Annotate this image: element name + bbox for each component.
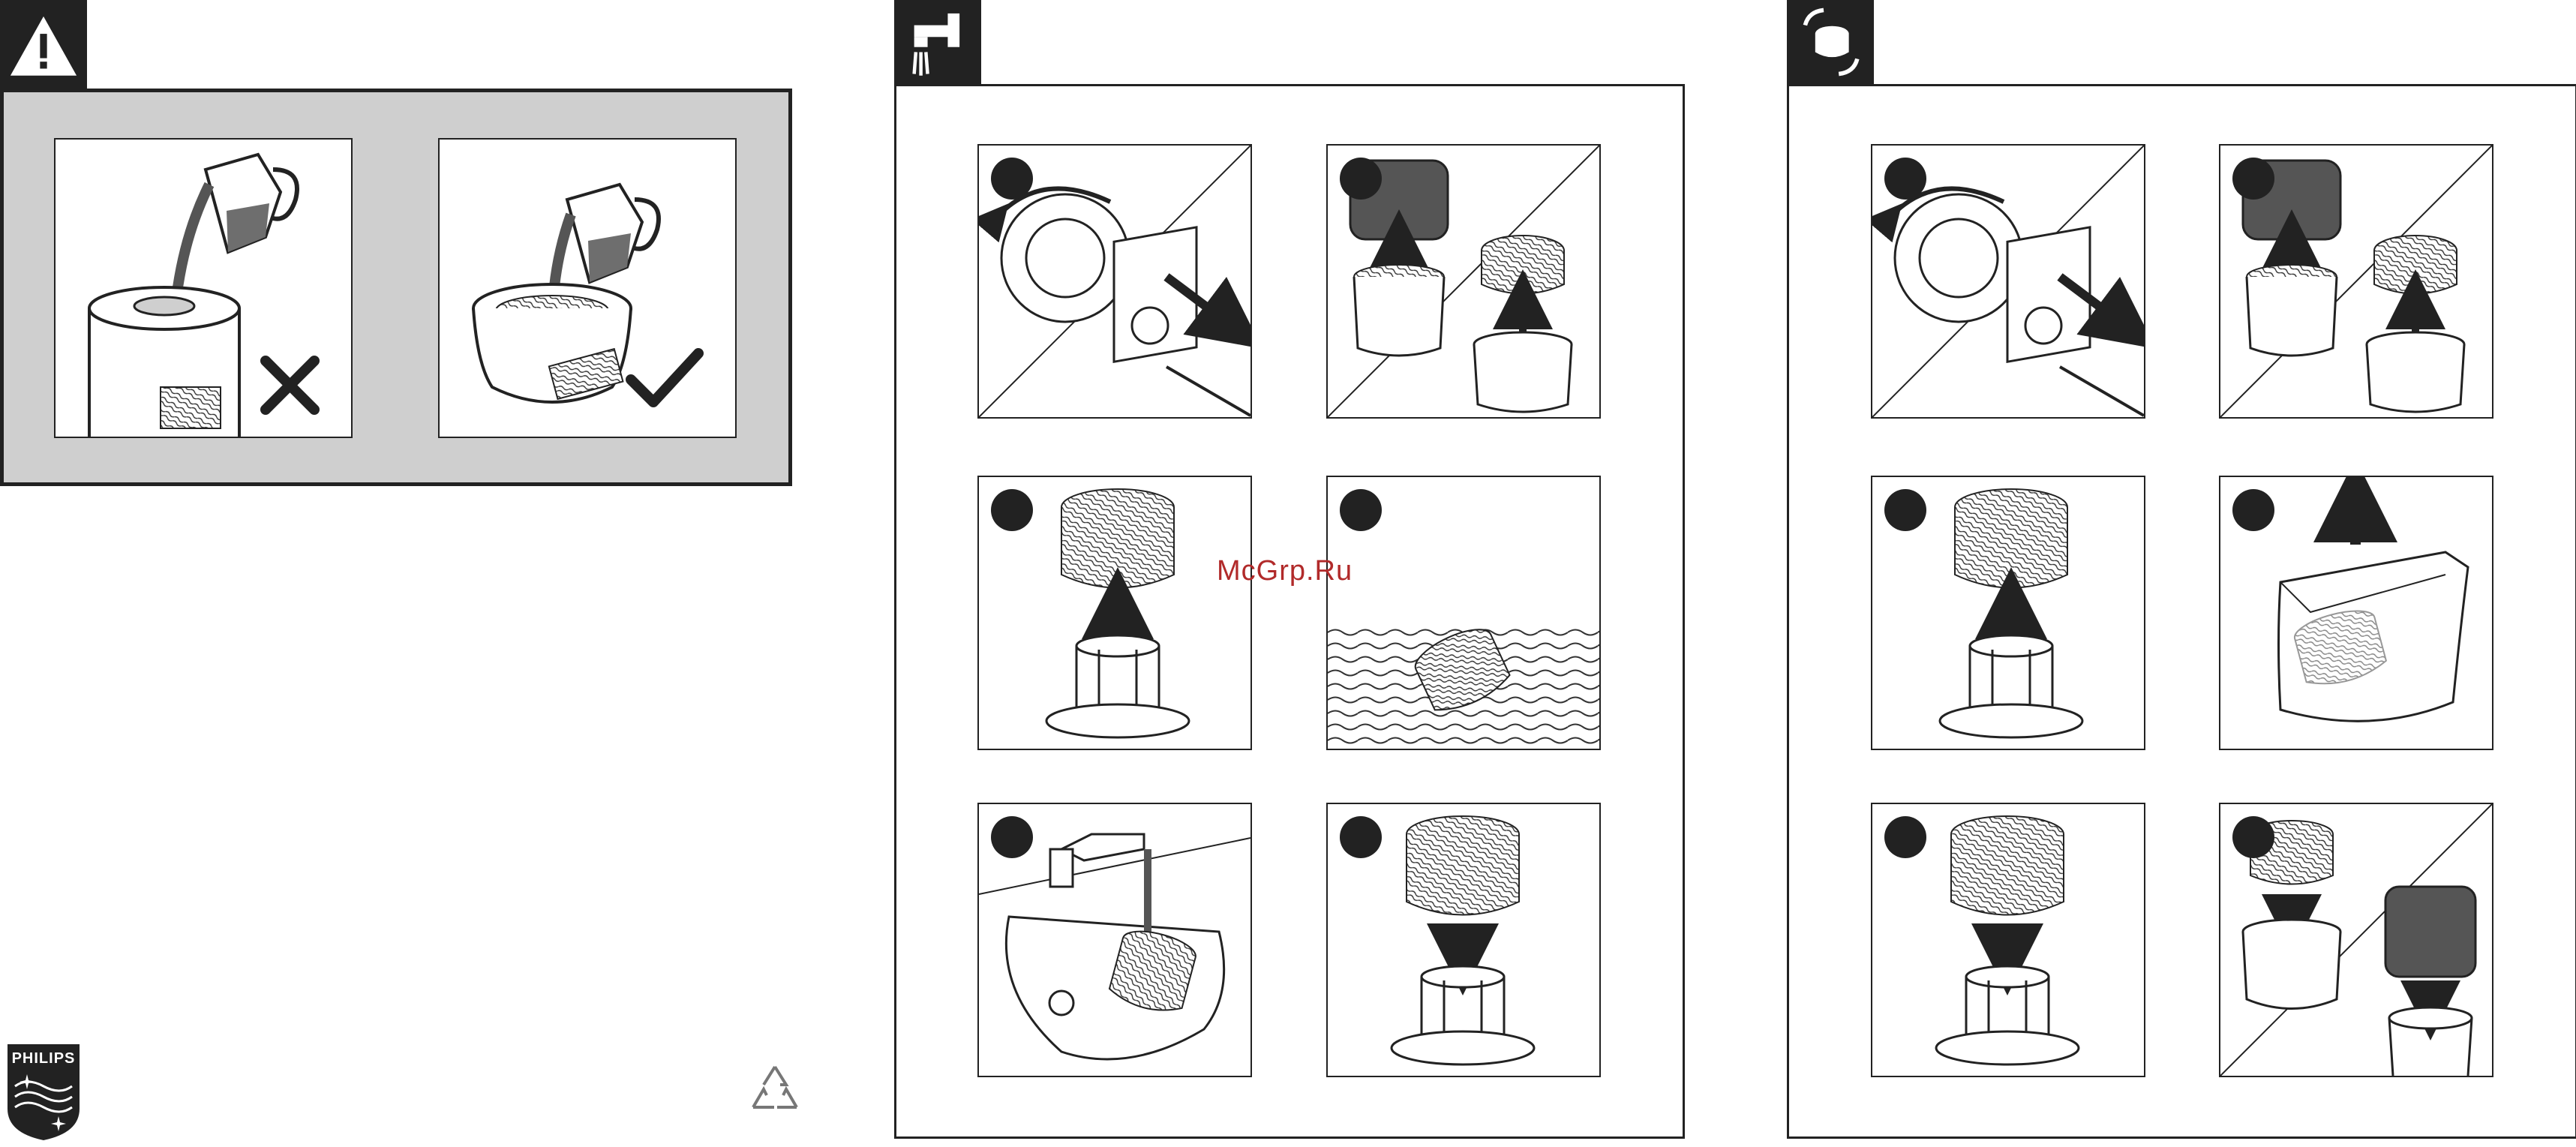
step-number-badge [991, 158, 1033, 200]
clean-step-4 [1326, 476, 1601, 750]
filter-container-illustration [473, 284, 631, 402]
step-number-badge [1884, 158, 1926, 200]
filter-rotate-icon [1787, 0, 1874, 84]
watermark-text: McGrp.Ru [1217, 555, 1353, 587]
clean-step-3 [977, 476, 1252, 750]
step-number-badge [2232, 816, 2274, 858]
step-number-badge [1884, 816, 1926, 858]
replace-step-4 [2219, 476, 2493, 750]
step-number-badge [2232, 158, 2274, 200]
water-tank-illustration [89, 287, 239, 437]
brand-name: PHILIPS [5, 1050, 83, 1067]
recycle-icon [747, 1062, 803, 1116]
clean-step-2 [1326, 144, 1601, 419]
replace-step-6 [2219, 803, 2493, 1077]
tap-tab [894, 0, 981, 84]
replace-tab [1787, 0, 1874, 84]
replace-step-2 [2219, 144, 2493, 419]
step-number-badge [1340, 489, 1382, 531]
replace-step-5 [1871, 803, 2145, 1077]
step-number-badge [1884, 489, 1926, 531]
replace-step-1 [1871, 144, 2145, 419]
clean-step-6 [1326, 803, 1601, 1077]
jug-illustration [176, 155, 297, 305]
philips-logo: PHILIPS [5, 1041, 83, 1142]
clean-step-1 [977, 144, 1252, 419]
cross-icon [266, 361, 314, 410]
warning-tab [0, 0, 87, 89]
warning-triangle-icon [0, 0, 87, 89]
step-number-badge [2232, 489, 2274, 531]
warning-cell-wrong [54, 138, 353, 438]
water-tap-icon [894, 0, 981, 84]
replace-step-3 [1871, 476, 2145, 750]
step-number-badge [1340, 816, 1382, 858]
step-number-badge [991, 816, 1033, 858]
check-icon [631, 353, 698, 402]
clean-step-5 [977, 803, 1252, 1077]
step-number-badge [1340, 158, 1382, 200]
warning-cell-correct [438, 138, 737, 438]
step-number-badge [991, 489, 1033, 531]
